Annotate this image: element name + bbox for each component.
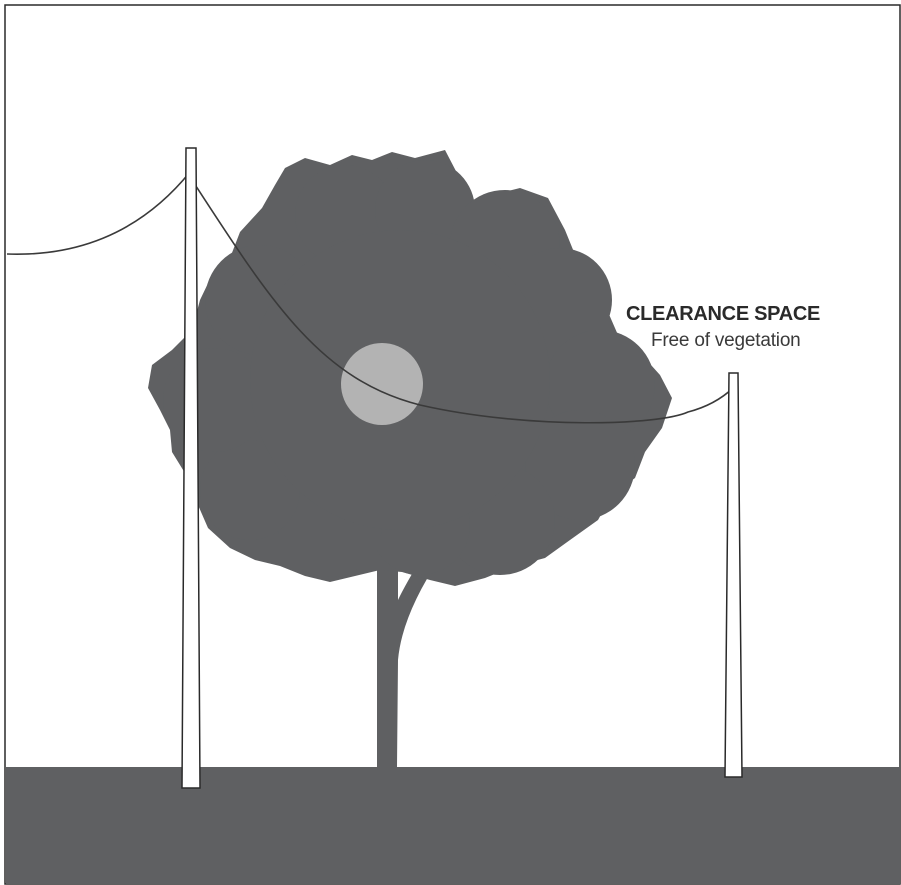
callout-title: CLEARANCE SPACE — [626, 303, 820, 326]
pole-left — [182, 148, 200, 788]
clearance-zone — [341, 343, 423, 425]
tree-trunk — [377, 550, 440, 767]
callout-subtitle: Free of vegetation — [651, 330, 801, 352]
ground — [6, 767, 900, 884]
power-line-left — [7, 172, 190, 254]
pole-right — [725, 373, 742, 777]
